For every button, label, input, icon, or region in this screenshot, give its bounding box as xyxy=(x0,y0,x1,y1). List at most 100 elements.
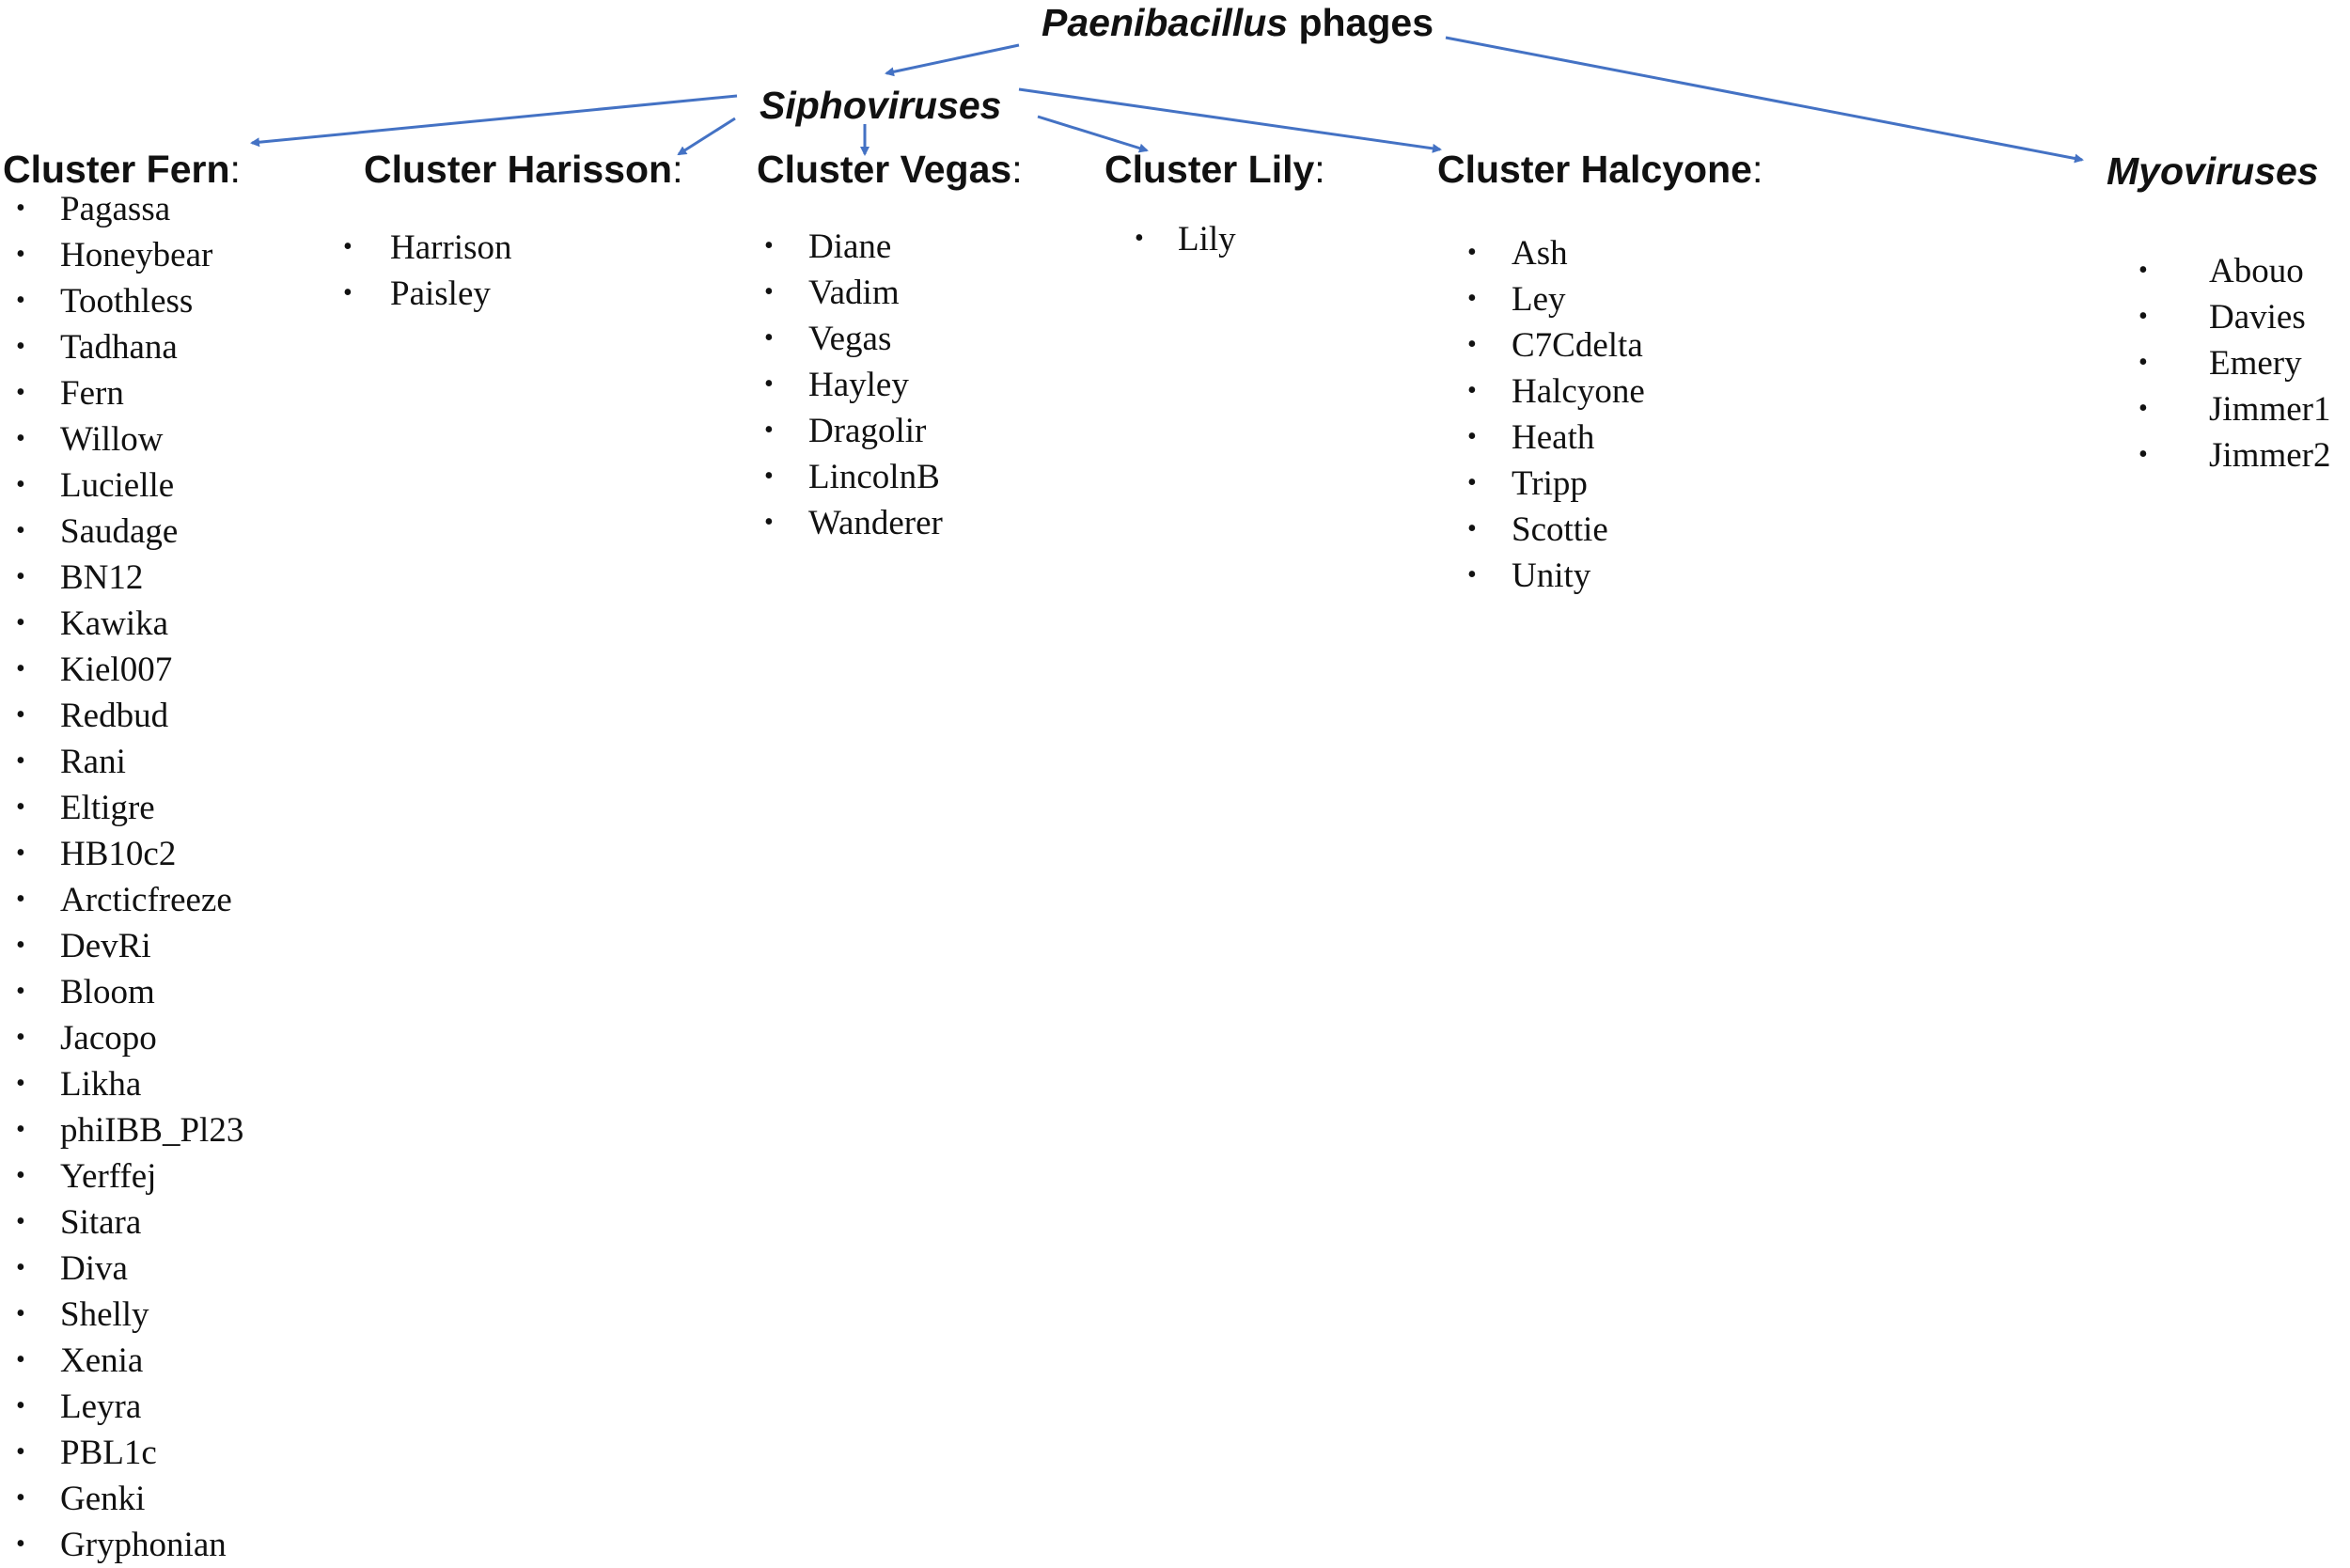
arrow-sipho-to-lily xyxy=(1037,115,1149,153)
phage-name: Heath xyxy=(1512,418,1595,457)
bullet-icon: • xyxy=(16,1069,25,1098)
bullet-icon: • xyxy=(764,462,774,491)
bullet-icon: • xyxy=(16,654,25,683)
cluster-fern-title: Cluster Fern: xyxy=(3,150,241,189)
bullet-icon: • xyxy=(16,194,25,223)
phage-name: Jimmer1 xyxy=(2209,390,2331,429)
phage-name: Genki xyxy=(60,1480,146,1518)
arrow-sipho-to-halcyone xyxy=(1018,87,1442,153)
bullet-icon: • xyxy=(16,1207,25,1236)
phage-name: Harrison xyxy=(390,228,512,267)
phage-name: Emery xyxy=(2209,344,2302,383)
bullet-icon: • xyxy=(343,232,352,261)
bullet-icon: • xyxy=(16,608,25,637)
bullet-icon: • xyxy=(16,1391,25,1420)
phage-name: Hayley xyxy=(808,366,909,404)
phage-name: Toothless xyxy=(60,282,194,321)
bullet-icon: • xyxy=(16,792,25,822)
myoviruses-title: Myoviruses xyxy=(2107,152,2319,191)
phage-name: Lucielle xyxy=(60,466,175,505)
phage-name: Pagassa xyxy=(60,190,171,228)
root-genus: Paenibacillus xyxy=(1042,1,1289,44)
bullet-icon: • xyxy=(1467,468,1477,497)
phage-name: Gryphonian xyxy=(60,1526,227,1564)
cluster-lily-label: Cluster Lily xyxy=(1104,148,1315,191)
bullet-icon: • xyxy=(16,470,25,499)
bullet-icon: • xyxy=(16,286,25,315)
phage-name: PBL1c xyxy=(60,1434,157,1472)
bullet-icon: • xyxy=(1467,376,1477,405)
phage-name: Lily xyxy=(1178,220,1236,259)
bullet-icon: • xyxy=(16,931,25,960)
phage-name: Davies xyxy=(2209,298,2306,337)
phage-name: Unity xyxy=(1512,557,1591,595)
bullet-icon: • xyxy=(16,1345,25,1374)
phage-name: Likha xyxy=(60,1065,142,1104)
phage-name: Diane xyxy=(808,227,892,266)
bullet-icon: • xyxy=(764,231,774,260)
phage-name: Fern xyxy=(60,374,124,413)
phage-name: Ash xyxy=(1512,234,1568,273)
phage-name: Redbud xyxy=(60,697,169,735)
bullet-icon: • xyxy=(16,700,25,729)
cluster-fern-label: Cluster Fern xyxy=(3,148,230,191)
phage-name: Vadim xyxy=(808,274,900,312)
bullet-icon: • xyxy=(764,369,774,399)
phage-name: Saudage xyxy=(60,512,179,551)
root-node-title: Paenibacillus phages xyxy=(1042,4,1434,42)
phage-name: Willow xyxy=(60,420,164,459)
bullet-icon: • xyxy=(16,378,25,407)
cluster-vegas-colon: : xyxy=(1011,148,1023,191)
cluster-lily-colon: : xyxy=(1314,148,1325,191)
phage-name: Scottie xyxy=(1512,510,1608,549)
siphoviruses-title: Siphoviruses xyxy=(760,86,1001,125)
phage-name: C7Cdelta xyxy=(1512,326,1643,365)
cluster-harisson-label: Cluster Harisson xyxy=(364,148,673,191)
bullet-icon: • xyxy=(343,278,352,307)
phage-name: DevRi xyxy=(60,927,151,965)
phage-name: Kawika xyxy=(60,604,169,643)
bullet-icon: • xyxy=(2138,394,2148,423)
bullet-icon: • xyxy=(1467,284,1477,313)
phage-name: Sitara xyxy=(60,1203,142,1242)
bullet-icon: • xyxy=(1467,330,1477,359)
phage-name: Ley xyxy=(1512,280,1566,319)
bullet-icon: • xyxy=(764,323,774,353)
bullet-icon: • xyxy=(2138,348,2148,377)
myoviruses-label: Myoviruses xyxy=(2107,149,2319,193)
cluster-halcyone-title: Cluster Halcyone: xyxy=(1437,150,1762,189)
phage-name: Rani xyxy=(60,743,126,781)
phage-name: Paisley xyxy=(390,274,491,313)
bullet-icon: • xyxy=(1467,560,1477,589)
arrow-root-to-siphoviruses xyxy=(885,43,1020,77)
bullet-icon: • xyxy=(16,1115,25,1144)
bullet-icon: • xyxy=(16,332,25,361)
phage-name: Tripp xyxy=(1512,464,1588,503)
arrow-root-to-myoviruses xyxy=(1445,36,2084,164)
phage-name: Dragolir xyxy=(808,412,927,450)
phage-name: Jimmer2 xyxy=(2209,436,2331,475)
bullet-icon: • xyxy=(2138,302,2148,331)
phage-name: Wanderer xyxy=(808,504,943,542)
phage-name: Leyra xyxy=(60,1388,142,1426)
bullet-icon: • xyxy=(1467,238,1477,267)
siphoviruses-label: Siphoviruses xyxy=(760,84,1002,127)
phage-name: Tadhana xyxy=(60,328,178,367)
bullet-icon: • xyxy=(16,1161,25,1190)
arrow-sipho-to-fern xyxy=(250,94,738,148)
phage-name: LincolnB xyxy=(808,458,940,496)
bullet-icon: • xyxy=(764,416,774,445)
bullet-icon: • xyxy=(16,1023,25,1052)
bullet-icon: • xyxy=(1135,224,1144,253)
bullet-icon: • xyxy=(16,977,25,1006)
phage-name: Kiel007 xyxy=(60,651,173,689)
bullet-icon: • xyxy=(16,839,25,868)
arrow-sipho-to-harisson xyxy=(677,117,736,156)
cluster-lily-title: Cluster Lily: xyxy=(1104,150,1325,189)
phage-name: Bloom xyxy=(60,973,155,1011)
phage-name: Honeybear xyxy=(60,236,213,274)
bullet-icon: • xyxy=(16,885,25,914)
bullet-icon: • xyxy=(16,1529,25,1559)
